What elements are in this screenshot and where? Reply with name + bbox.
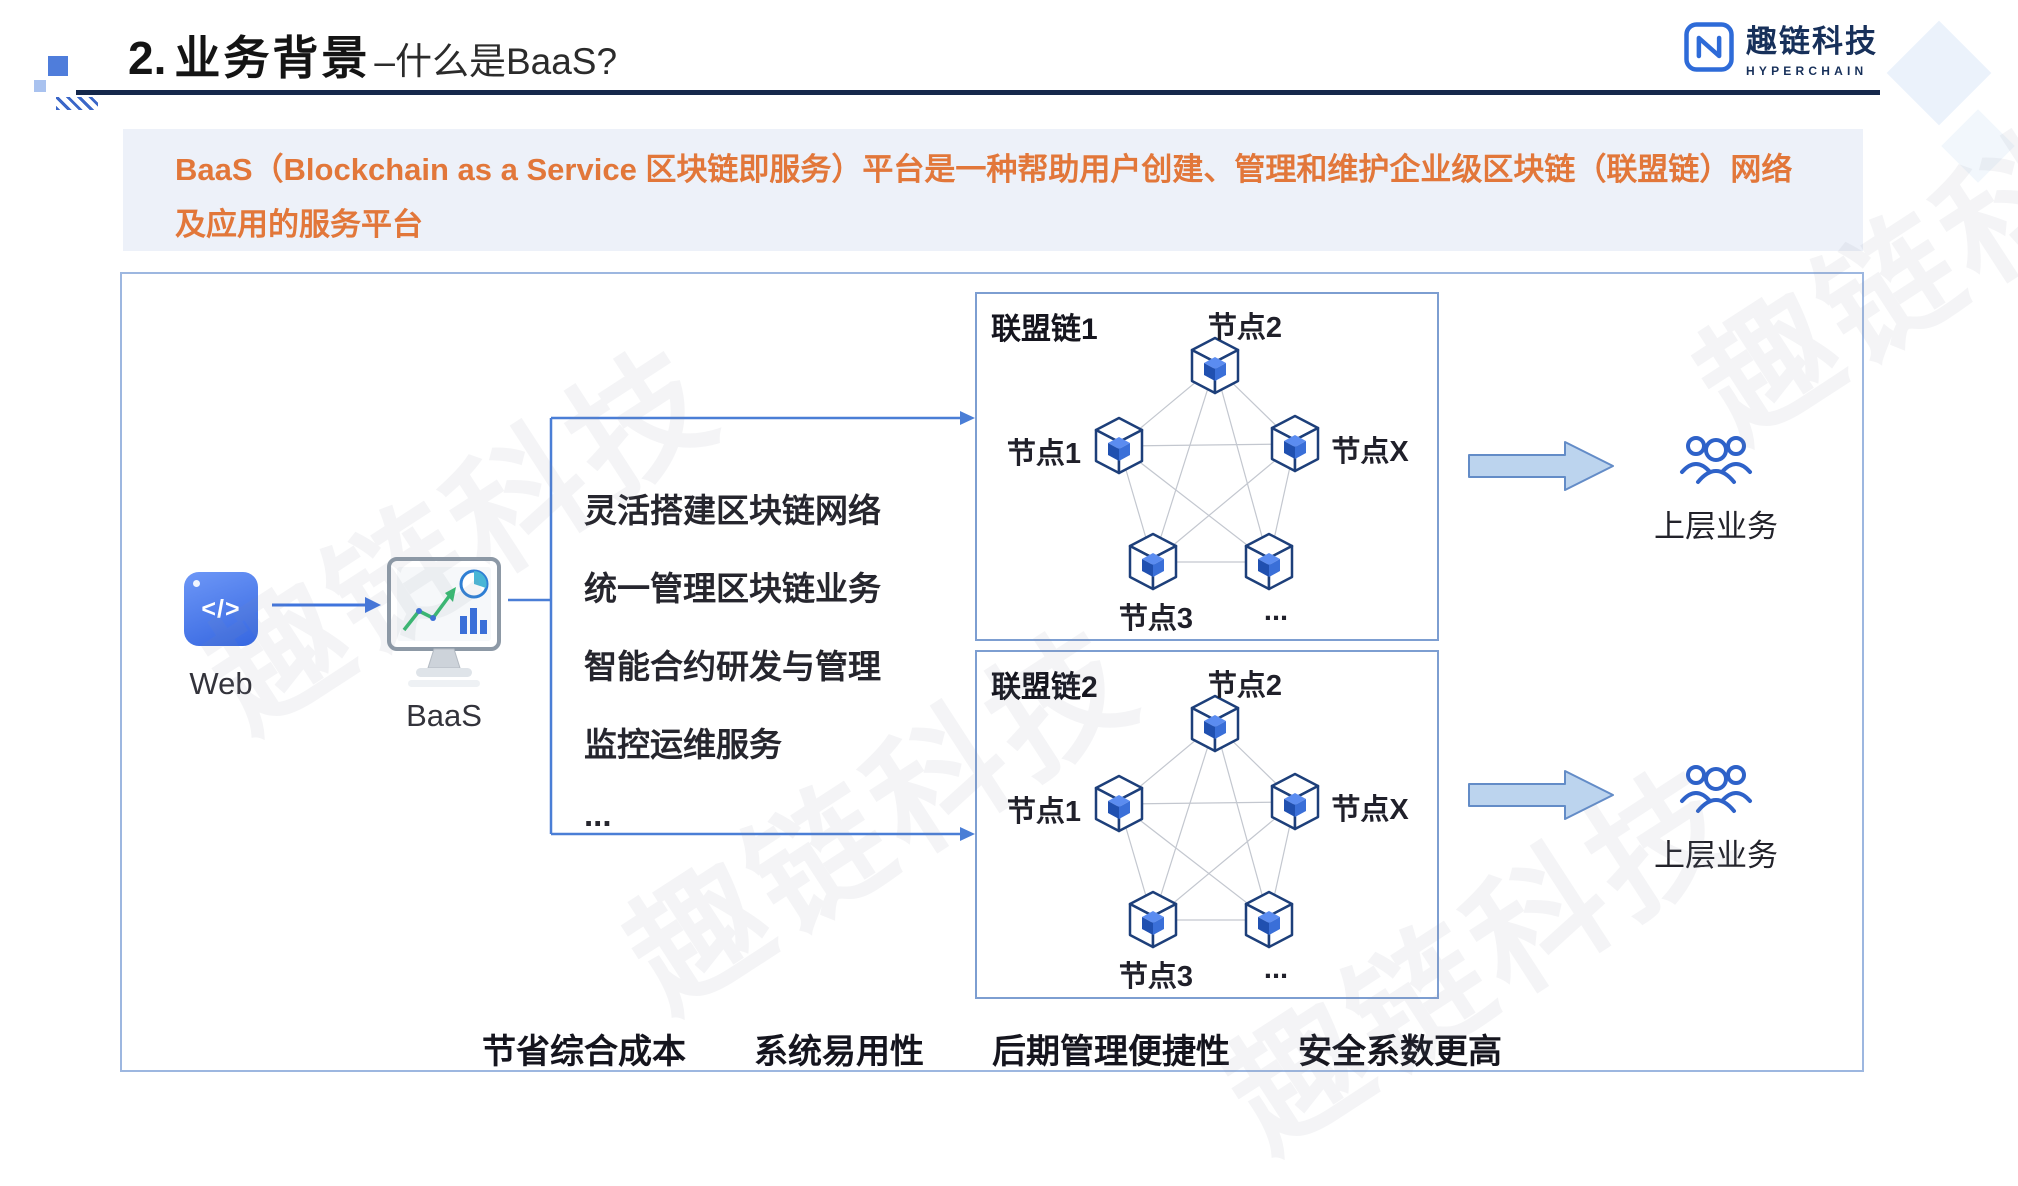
node-cube-icon [1267,771,1323,833]
node-cube-icon [1187,693,1243,755]
benefit-item: 节省综合成本 [482,1033,686,1071]
logo-text: 趣链科技 HYPERCHAIN [1746,16,1878,78]
benefit-item: 后期管理便捷性 [992,1033,1230,1071]
hyperchain-logo-icon [1684,22,1734,72]
decor-square-small [34,80,46,92]
decor-square [48,56,68,76]
logo-subname: HYPERCHAIN [1746,64,1868,78]
node-cube-icon [1241,889,1297,951]
benefits-row: 节省综合成本 系统易用性 后期管理便捷性 安全系数更高 [122,1024,1862,1073]
chain-title: 联盟链2 [991,671,1098,704]
title-underline [76,90,1880,95]
output-group-1: 上层业务 [1641,430,1791,546]
title-suffix: –什么是BaaS? [374,41,618,82]
output-label: 上层业务 [1654,838,1778,873]
chain-title: 联盟链1 [991,313,1098,346]
company-logo: 趣链科技 HYPERCHAIN [1682,16,1878,78]
flow-arrow-icon [1468,770,1614,820]
node-label: 节点2 [1207,312,1283,344]
node-label: 节点3 [1118,961,1194,993]
intro-banner: BaaS（Blockchain as a Service 区块链即服务）平台是一… [123,129,1863,251]
node-cube-icon [1091,773,1147,835]
benefit-item: 安全系数更高 [1298,1033,1502,1071]
node-cube-icon [1187,335,1243,397]
chain-box-2: 联盟链2 节点2 节点1 节点X 节点3 ... [975,650,1439,999]
node-label: 节点1 [1006,438,1082,470]
baas-label: BaaS [406,698,482,733]
chain-box-1: 联盟链1 节点2 节点1 节点X 节点3 ... [975,292,1439,641]
service-item: 灵活搭建区块链网络 [584,492,881,529]
decor-cube [1941,109,2015,183]
web-browser-icon: </> [184,572,258,646]
node-label-ellipsis: ... [1263,953,1289,985]
node-cube-icon [1241,531,1297,593]
logo-name: 趣链科技 [1746,24,1878,59]
users-icon [1680,765,1752,813]
decor-hatch [56,97,98,110]
title-main: 业务背景 [174,32,371,84]
node-cube-icon [1125,531,1181,593]
node-label: 节点1 [1006,796,1082,828]
service-item: 监控运维服务 [584,726,782,763]
page-title: 2. 业务背景 –什么是BaaS? [128,22,617,88]
node-cube-icon [1091,415,1147,477]
node-cube-icon [1125,889,1181,951]
intro-text: BaaS（Blockchain as a Service 区块链即服务）平台是一… [175,152,1793,242]
node-label: 节点X [1331,794,1409,826]
connector-lines [272,411,975,841]
baas-monitor-icon [387,557,501,687]
output-label: 上层业务 [1654,509,1778,544]
flow-arrow-icon [1468,441,1614,491]
node-label: 节点X [1331,436,1409,468]
services-list: 灵活搭建区块链网络 统一管理区块链业务 智能合约研发与管理 监控运维服务 ... [584,484,1014,874]
code-glyph: </> [201,594,241,623]
service-item: 统一管理区块链业务 [584,570,881,607]
node-label: 节点2 [1207,670,1283,702]
web-label: Web [189,666,253,701]
diagram-frame: </> Web BaaS 灵活搭建区块链网络 统一管理区块链业务 智能合约研发与… [120,272,1864,1072]
service-item: 智能合约研发与管理 [584,648,881,685]
node-label: 节点3 [1118,603,1194,635]
output-group-2: 上层业务 [1641,759,1791,875]
node-cube-icon [1267,413,1323,475]
benefit-item: 系统易用性 [754,1033,924,1071]
node-label-ellipsis: ... [1263,595,1289,627]
service-item-ellipsis: ... [584,796,612,833]
title-number: 2. [128,32,167,84]
users-icon [1680,436,1752,484]
browser-dot-icon [193,580,200,587]
